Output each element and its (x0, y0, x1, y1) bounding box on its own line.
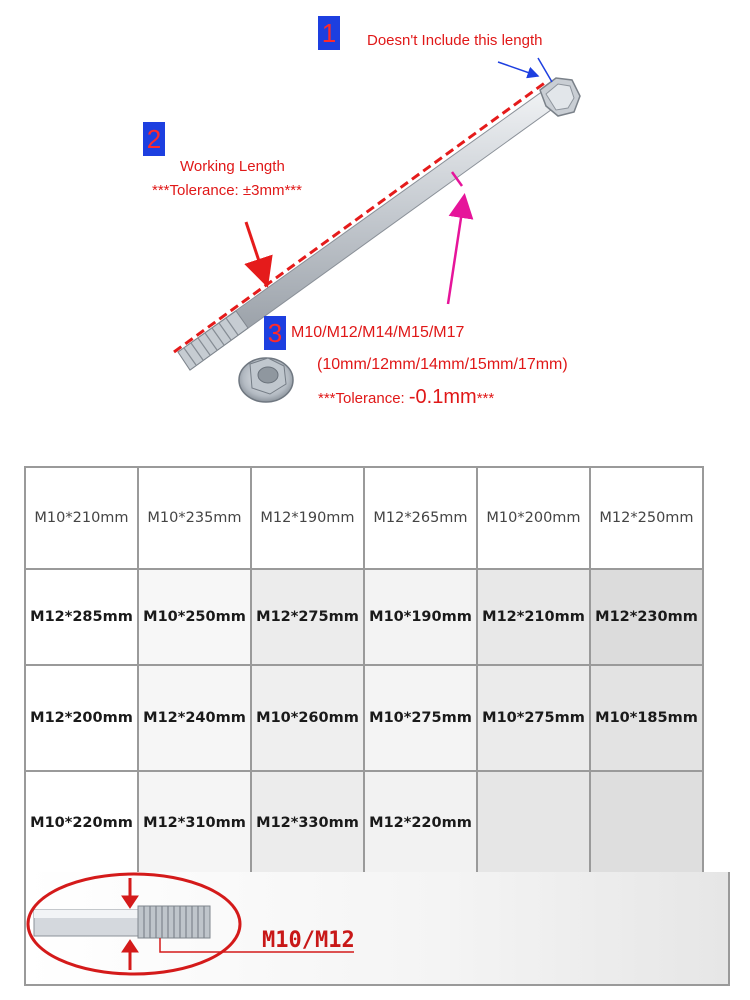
size-table-cell: M10*275mm (363, 664, 478, 772)
size-table-cell: M12*265mm (363, 466, 478, 570)
badge-2: 2 (143, 122, 165, 156)
closeup-shaft (33, 905, 211, 939)
size-table-cell: M12*330mm (250, 770, 365, 876)
axle-bolt-diagram (173, 57, 581, 403)
thread-closeup-panel: M10/M12 (24, 872, 730, 986)
note-head-length: Doesn't Include this length (367, 32, 543, 49)
size-table-cell (589, 770, 704, 876)
size-table-cell: M12*200mm (24, 664, 139, 772)
working-length-title: Working Length (180, 158, 285, 175)
badge-3: 3 (264, 316, 286, 350)
badge-1: 1 (318, 16, 340, 50)
size-table-cell: M10*190mm (363, 568, 478, 666)
thread-sizes: M10/M12/M14/M15/M17 (291, 324, 465, 341)
size-table-cell: M12*310mm (137, 770, 252, 876)
working-length-arrow (244, 221, 273, 288)
size-table-cell: M10*235mm (137, 466, 252, 570)
size-table-cell: M10*210mm (24, 466, 139, 570)
thread-closeup-drawing (26, 872, 354, 976)
closeup-highlight-ellipse (26, 872, 242, 976)
thread-sizes-mm: (10mm/12mm/14mm/15mm/17mm) (317, 356, 568, 373)
size-table-cell: M10*200mm (476, 466, 591, 570)
working-length-tolerance: ***Tolerance: ±3mm*** (152, 182, 302, 199)
thread-tolerance-value: -0.1mm (408, 386, 477, 408)
size-table-cell: M10*275mm (476, 664, 591, 772)
size-table-cell: M12*190mm (250, 466, 365, 570)
bolt-shaft (177, 85, 563, 371)
thread-tolerance-suffix: *** (476, 390, 495, 407)
working-length-dashed-line (173, 80, 547, 354)
thread-tolerance-prefix: ***Tolerance: (318, 390, 409, 407)
diameter-arrow (446, 171, 474, 305)
bolt-head (539, 77, 581, 117)
head-length-indicator (497, 57, 553, 83)
size-table-cell: M10*260mm (250, 664, 365, 772)
thread-tolerance: ***Tolerance: -0.1mm*** (318, 386, 494, 409)
size-table-cell: M12*220mm (363, 770, 478, 876)
size-table-cell: M12*230mm (589, 568, 704, 666)
size-table-cell: M10*220mm (24, 770, 139, 876)
flange-nut (238, 357, 294, 403)
bolt-thread (177, 310, 249, 371)
size-table-cell: M12*210mm (476, 568, 591, 666)
size-table-cell: M12*285mm (24, 568, 139, 666)
closeup-thread-label: M10/M12 (262, 928, 355, 953)
size-table-cell: M10*185mm (589, 664, 704, 772)
closeup-leader-line (159, 938, 354, 953)
size-table-cell: M12*240mm (137, 664, 252, 772)
size-table-cell: M12*250mm (589, 466, 704, 570)
size-table-cell: M10*250mm (137, 568, 252, 666)
size-table-cell: M12*275mm (250, 568, 365, 666)
size-table-cell (476, 770, 591, 876)
closeup-diameter-arrows (121, 878, 139, 970)
